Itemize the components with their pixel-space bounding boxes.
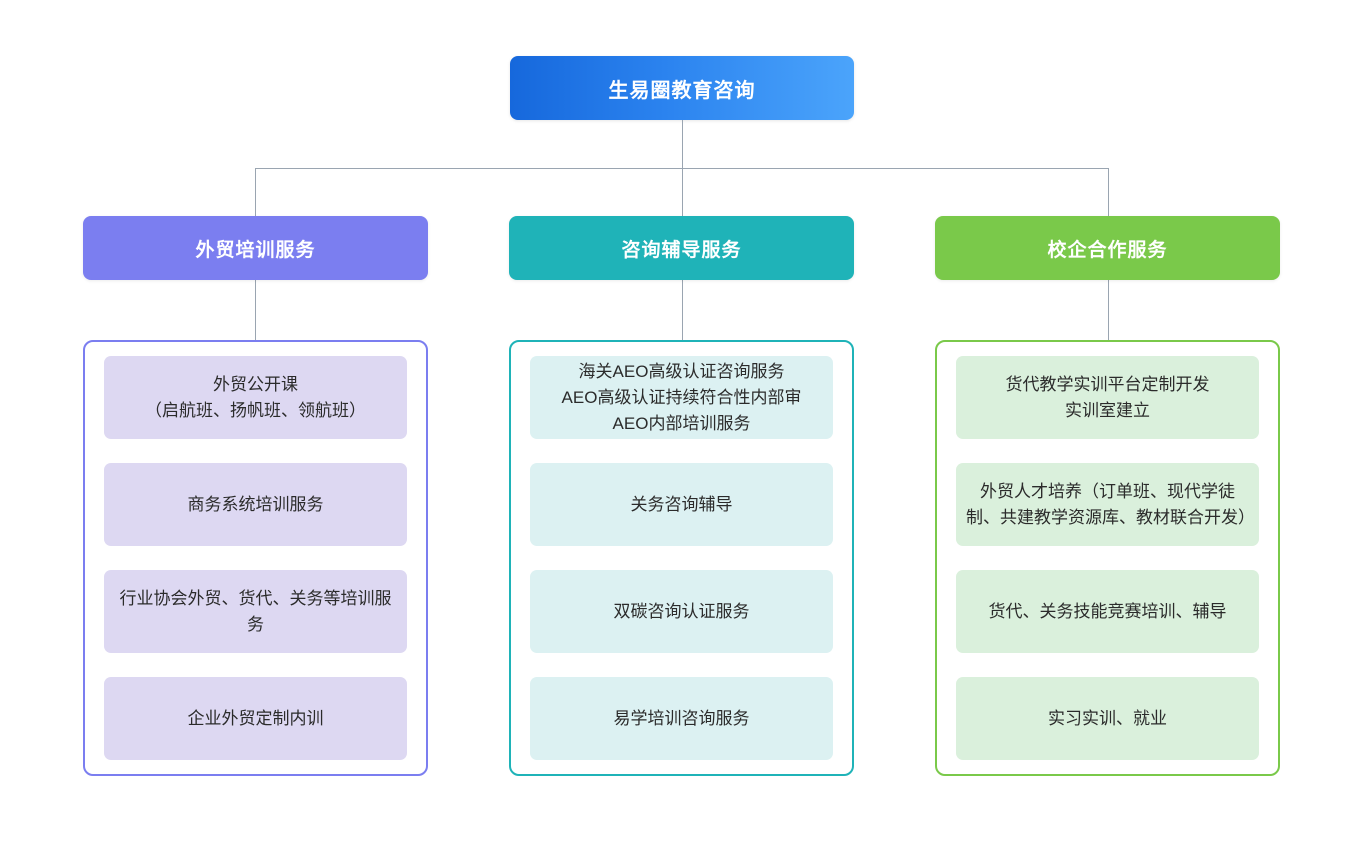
connector-stem-branch-1 (255, 280, 256, 340)
connector-stem-branch-2 (682, 280, 683, 340)
leaf-item[interactable]: 外贸人才培养（订单班、现代学徒制、共建教学资源库、教材联合开发） (956, 463, 1259, 546)
leaf-item[interactable]: 实习实训、就业 (956, 677, 1259, 760)
branch-body-1: 外贸公开课 （启航班、扬帆班、领航班） 商务系统培训服务 行业协会外贸、货代、关… (83, 340, 428, 776)
branch-column-3: 校企合作服务 货代教学实训平台定制开发 实训室建立 外贸人才培养（订单班、现代学… (935, 216, 1280, 776)
root-node[interactable]: 生易圈教育咨询 (510, 56, 854, 120)
branch-column-2: 咨询辅导服务 海关AEO高级认证咨询服务 AEO高级认证持续符合性内部审 AEO… (509, 216, 854, 776)
leaf-item[interactable]: 双碳咨询认证服务 (530, 570, 833, 653)
connector-drop-branch-3 (1108, 168, 1109, 216)
branch-header-1[interactable]: 外贸培训服务 (83, 216, 428, 280)
leaf-item[interactable]: 行业协会外贸、货代、关务等培训服务 (104, 570, 407, 653)
connector-drop-branch-2 (682, 168, 683, 216)
branch-body-3: 货代教学实训平台定制开发 实训室建立 外贸人才培养（订单班、现代学徒制、共建教学… (935, 340, 1280, 776)
branch-column-1: 外贸培训服务 外贸公开课 （启航班、扬帆班、领航班） 商务系统培训服务 行业协会… (83, 216, 428, 776)
branch-body-2: 海关AEO高级认证咨询服务 AEO高级认证持续符合性内部审 AEO内部培训服务 … (509, 340, 854, 776)
connector-drop-branch-1 (255, 168, 256, 216)
leaf-item[interactable]: 海关AEO高级认证咨询服务 AEO高级认证持续符合性内部审 AEO内部培训服务 (530, 356, 833, 439)
leaf-item[interactable]: 易学培训咨询服务 (530, 677, 833, 760)
leaf-item[interactable]: 货代教学实训平台定制开发 实训室建立 (956, 356, 1259, 439)
leaf-item[interactable]: 商务系统培训服务 (104, 463, 407, 546)
connector-stem-branch-3 (1108, 280, 1109, 340)
branch-header-3[interactable]: 校企合作服务 (935, 216, 1280, 280)
leaf-item[interactable]: 外贸公开课 （启航班、扬帆班、领航班） (104, 356, 407, 439)
leaf-item[interactable]: 货代、关务技能竞赛培训、辅导 (956, 570, 1259, 653)
leaf-item[interactable]: 企业外贸定制内训 (104, 677, 407, 760)
leaf-item[interactable]: 关务咨询辅导 (530, 463, 833, 546)
branch-header-2[interactable]: 咨询辅导服务 (509, 216, 854, 280)
connector-root-stem (682, 120, 683, 168)
